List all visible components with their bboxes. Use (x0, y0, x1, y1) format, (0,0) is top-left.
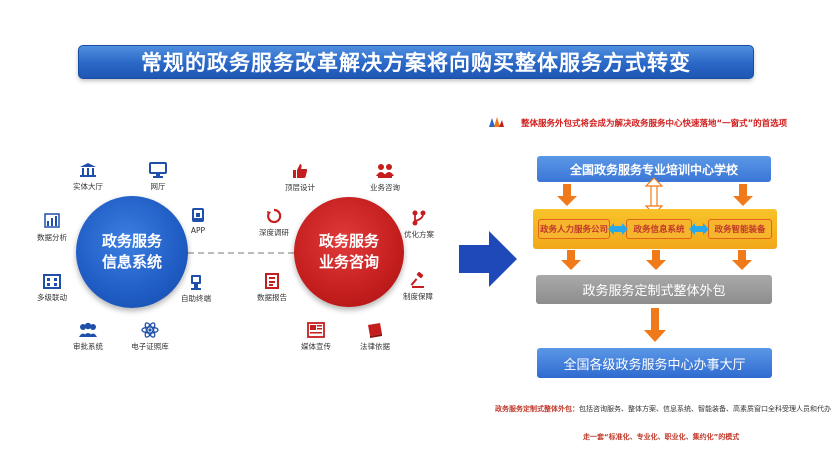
consulting-line2: 业务咨询 (318, 253, 379, 271)
info-system-line2: 信息系统 (101, 253, 162, 271)
node-label: 电子证照库 (131, 342, 169, 351)
arrow-down-3 (733, 184, 753, 206)
node-label: 制度保障 (403, 292, 433, 301)
node-label: 实体大厅 (73, 182, 103, 191)
arrow-down-1 (557, 184, 577, 206)
newspaper-icon (307, 322, 325, 338)
dashed-connector (188, 252, 294, 254)
law-book-icon (368, 323, 382, 338)
mode-footer-text: 走一套“标准化、专业化、职业化、集约化”的模式 (583, 433, 740, 441)
node-approval-system: 审批系统 (58, 322, 118, 352)
kiosk-icon (191, 275, 201, 290)
node-label: 网厅 (150, 182, 166, 191)
double-arrow-icon (689, 223, 709, 235)
atom-icon (141, 322, 159, 338)
node-deep-research: 深度调研 (244, 208, 304, 238)
service-hall-label: 全国各级政务服务中心办事大厅 (563, 357, 746, 373)
arrow-down-4 (561, 250, 581, 270)
node-label: 深度调研 (259, 228, 289, 237)
node-multi-level: 多级联动 (22, 273, 82, 303)
service-hall-bar: 全国各级政务服务中心办事大厅 (537, 348, 772, 378)
gavel-icon (410, 272, 424, 288)
mobile-app-icon (192, 208, 204, 222)
node-label: 数据分析 (37, 233, 67, 242)
node-label: 自助终端 (181, 294, 211, 303)
thumbs-up-icon (293, 164, 308, 178)
node-label: 媒体宣传 (301, 342, 331, 351)
page-title: 常规的政务服务改革解决方案将向购买整体服务方式转变 (141, 51, 691, 75)
node-app: APP (168, 207, 228, 235)
arrow-down-7 (644, 308, 666, 342)
pill-hr-company: 政务人力服务公司 (538, 219, 610, 239)
consulting-circle: 政务服务 业务咨询 (294, 197, 404, 307)
report-icon (265, 273, 279, 289)
right-header-text: 整体服务外包式将会成为解决政务服务中心快速落地“一窗式”的首选项 (521, 119, 788, 129)
branch-icon (412, 210, 426, 226)
node-physical-hall: 实体大厅 (58, 162, 118, 192)
node-media: 媒体宣传 (286, 322, 346, 352)
node-system-guarantee: 制度保障 (388, 272, 448, 302)
outsourcing-label: 政务服务定制式整体外包 (582, 284, 726, 299)
node-label: 优化方案 (404, 230, 434, 239)
grid-building-icon (43, 274, 61, 289)
node-online-hall: 网厅 (128, 162, 188, 192)
mode-footer: 走一套“标准化、专业化、职业化、集约化”的模式 (583, 432, 739, 442)
info-system-line1: 政务服务 (101, 232, 162, 250)
pill-hr-label: 政务人力服务公司 (539, 225, 608, 235)
pill-smart-equipment: 政务智能装备 (708, 219, 772, 239)
node-data-analysis: 数据分析 (22, 213, 82, 243)
node-business-consult: 业务咨询 (355, 163, 415, 193)
note-rest: 包括咨询服务、整体方案、信息系统、智能装备、高素质窗口全科受理人员和代办队伍 (579, 405, 831, 413)
node-top-design: 顶层设计 (270, 163, 330, 193)
right-header: 整体服务外包式将会成为解决政务服务中心快速落地“一窗式”的首选项 (483, 115, 823, 131)
double-arrow-icon (608, 223, 628, 235)
note-bold: 政务服务定制式整体外包： (495, 405, 579, 413)
people-group-icon (79, 322, 97, 337)
node-label: 数据报告 (257, 293, 287, 302)
pencil-logo-icon (489, 117, 504, 127)
node-label: 业务咨询 (370, 183, 400, 192)
pill-equipment-label: 政务智能装备 (714, 225, 766, 235)
info-system-circle: 政务服务 信息系统 (76, 196, 188, 308)
node-label: APP (190, 226, 206, 235)
pill-info-label: 政务信息系统 (633, 225, 685, 235)
node-label: 审批系统 (73, 342, 103, 351)
node-label: 多级联动 (37, 293, 67, 302)
pill-info-system: 政务信息系统 (626, 219, 692, 239)
bar-chart-icon (44, 213, 60, 228)
training-school-label: 全国政务服务专业培训中心学校 (569, 162, 738, 177)
node-data-report: 数据报告 (242, 273, 302, 303)
consulting-line1: 政务服务 (318, 232, 379, 250)
arrow-down-6 (732, 250, 752, 270)
node-self-service: 自助终端 (166, 274, 226, 304)
node-label: 顶层设计 (285, 183, 315, 192)
flow-arrows (557, 177, 753, 342)
monitor-icon (149, 162, 167, 178)
title-banner: 常规的政务服务改革解决方案将向购买整体服务方式转变 (78, 45, 754, 79)
node-legal-basis: 法律依据 (345, 322, 405, 352)
big-right-arrow-icon (459, 231, 517, 287)
node-optimize-plan: 优化方案 (389, 210, 449, 240)
arrow-down-5 (646, 250, 666, 270)
node-e-license: 电子证照库 (120, 322, 180, 352)
research-cycle-icon (267, 208, 282, 224)
node-label: 法律依据 (360, 342, 390, 351)
training-school-bar: 全国政务服务专业培训中心学校 (537, 156, 771, 182)
building-icon (80, 163, 96, 177)
outsourcing-bar: 政务服务定制式整体外包 (536, 275, 772, 304)
outsourcing-note: 政务服务定制式整体外包：包括咨询服务、整体方案、信息系统、智能装备、高素质窗口全… (495, 404, 831, 414)
consult-group-icon (376, 164, 394, 178)
